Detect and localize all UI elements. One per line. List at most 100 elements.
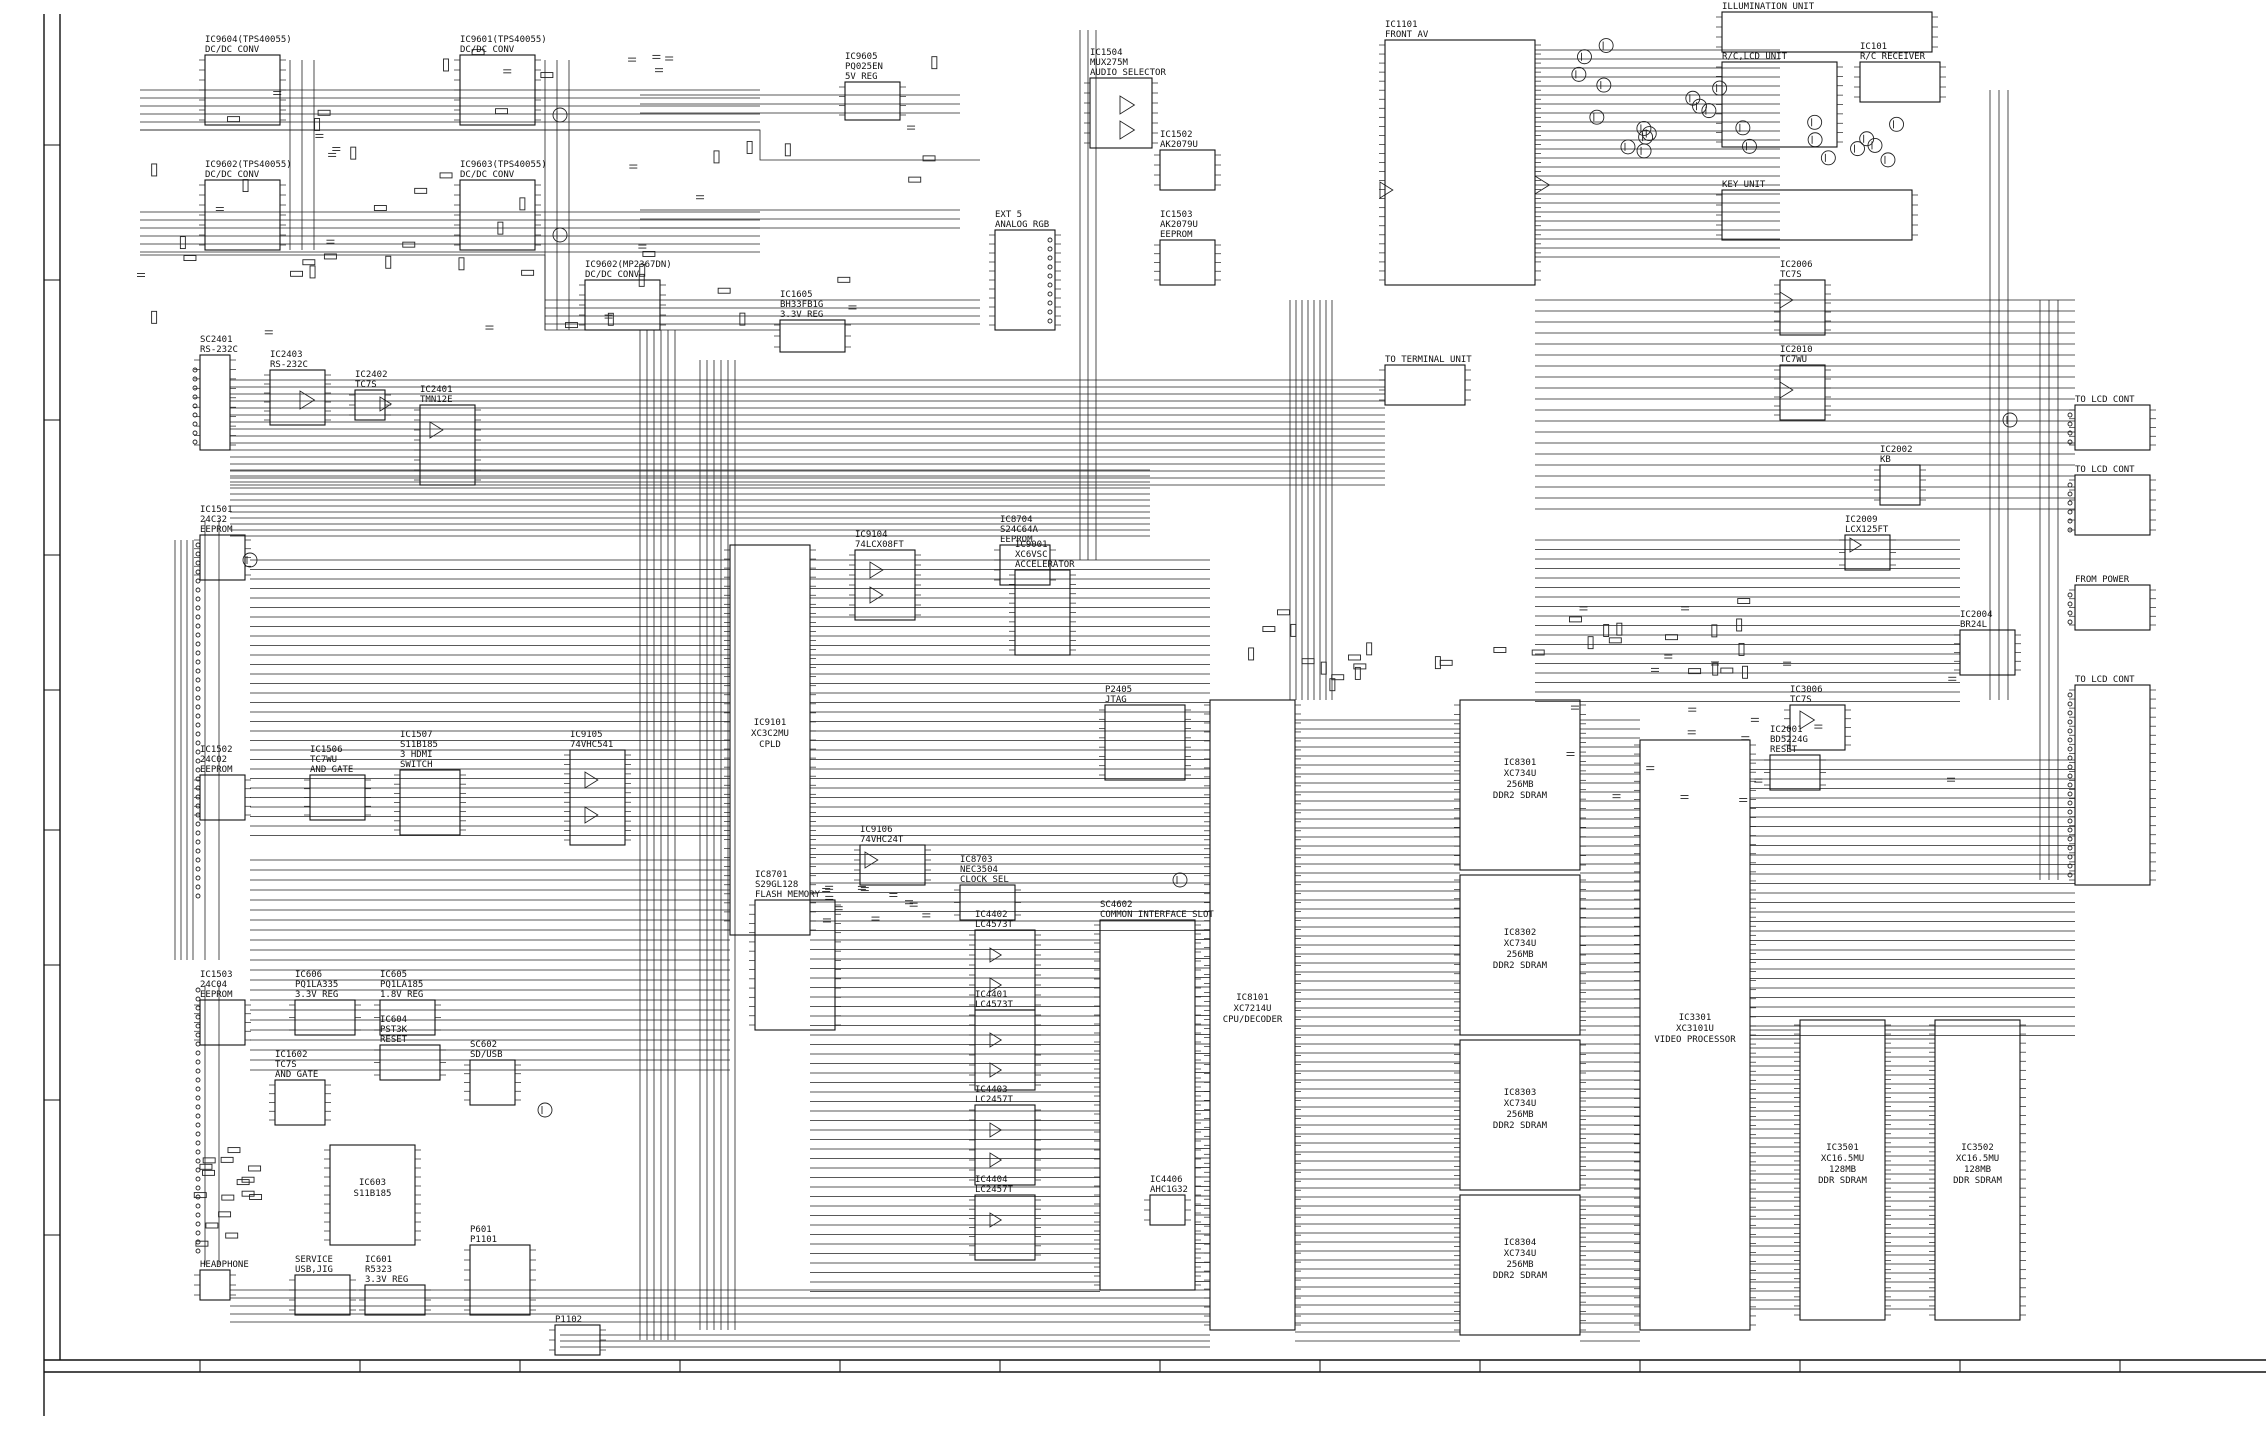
block-label: TO LCD CONT: [2075, 395, 2135, 405]
block-outline: [584, 279, 661, 331]
block-label: 24C32: [200, 515, 227, 525]
block-outline: [779, 319, 846, 353]
block-label: BR24L: [1960, 620, 1987, 630]
resistor: [439, 172, 453, 179]
resistor: [205, 1222, 219, 1229]
connector-pin: [195, 1140, 201, 1146]
block-b68: FROM POWER: [2069, 575, 2156, 631]
block-label: XC3101U: [1676, 1024, 1714, 1034]
connector-pin: [2067, 728, 2073, 734]
block-label: AK2079U: [1160, 140, 1198, 150]
transistor: [242, 552, 258, 568]
connector-pin: [192, 403, 198, 409]
block-outline: [1959, 629, 2016, 676]
connector-pin: [195, 987, 201, 993]
connector-pin: [195, 1095, 201, 1101]
resistor: [1262, 626, 1276, 633]
block-outline: [2074, 404, 2151, 451]
resistor: [565, 322, 578, 329]
resistor: [1434, 656, 1441, 670]
block-label: SC602: [470, 1040, 497, 1050]
resistor: [385, 255, 392, 269]
block-outline: [2074, 584, 2151, 631]
block-label: EEPROM: [200, 525, 233, 535]
connector-pin: [195, 632, 201, 638]
block-label: VIDEO PROCESSOR: [1654, 1035, 1736, 1045]
connector-pin: [2067, 872, 2073, 878]
resistor: [309, 265, 316, 279]
block-label: IC4401: [975, 990, 1008, 1000]
connector-pin: [192, 439, 198, 445]
block-label: IC8304: [1504, 1238, 1537, 1248]
block-label: DC/DC CONV: [460, 170, 515, 180]
amplifier-symbol: [1849, 537, 1863, 553]
block-outline: [199, 999, 246, 1046]
block-label: ILLUMINATION UNIT: [1722, 2, 1815, 12]
block-label: DDR2 SDRAM: [1493, 1271, 1548, 1281]
block-outline: [199, 534, 246, 581]
connector-pin: [1047, 264, 1053, 270]
block-label: AHC1G32: [1150, 1185, 1188, 1195]
connector-pin: [195, 1005, 201, 1011]
block-label: 256MB: [1506, 1260, 1533, 1270]
resistor: [195, 1240, 209, 1247]
connector-pin: [195, 1068, 201, 1074]
resistor: [1329, 678, 1336, 692]
block-label: IC606: [295, 970, 322, 980]
block-label: COMMON INTERFACE SLOT: [1100, 910, 1214, 920]
transistor: [1589, 109, 1605, 125]
block-label: IC4402: [975, 910, 1008, 920]
block-label: 74LCX08FT: [855, 540, 904, 550]
connector-pin: [2067, 737, 2073, 743]
block-outline: [1149, 1194, 1186, 1226]
block-label: DC/DC CONV: [585, 270, 640, 280]
resistor: [225, 1232, 239, 1239]
resistor: [931, 56, 938, 70]
block-label: EEPROM: [1160, 230, 1193, 240]
connector-pin: [195, 1203, 201, 1209]
block-label: XC6VSC: [1015, 550, 1048, 560]
block-label: DDR SDRAM: [1818, 1176, 1867, 1186]
amplifier-symbol: [379, 396, 393, 412]
block-outline: [844, 81, 901, 121]
connector-pin: [2067, 619, 2073, 625]
resistor: [314, 118, 321, 131]
sheet-frame: [43, 14, 2266, 1416]
block-b43: R/C,LCD UNIT: [1716, 52, 1843, 148]
connector-pin: [195, 794, 201, 800]
block-outline: [399, 769, 461, 836]
block-label: PQ1LA335: [295, 980, 338, 990]
resistor: [1348, 654, 1361, 661]
resistor: [199, 1163, 213, 1170]
connector-pin: [2067, 800, 2073, 806]
frame-row-ticks: [44, 144, 60, 1236]
connector-pin: [195, 1050, 201, 1056]
resistor: [1569, 616, 1582, 623]
block-label: TC7S: [1790, 695, 1812, 705]
block-label: IC1602: [275, 1050, 308, 1060]
block-label: SERVICE: [295, 1255, 333, 1265]
connector-pin: [195, 1023, 201, 1029]
wire-layer: [140, 30, 2075, 1348]
block-outline: [1459, 1039, 1581, 1191]
block-label: TC7WU: [310, 755, 337, 765]
block-label: IC1605: [780, 290, 813, 300]
resistor: [497, 221, 504, 235]
connector-pin: [195, 875, 201, 881]
amplifier-symbol: [1799, 710, 1816, 730]
